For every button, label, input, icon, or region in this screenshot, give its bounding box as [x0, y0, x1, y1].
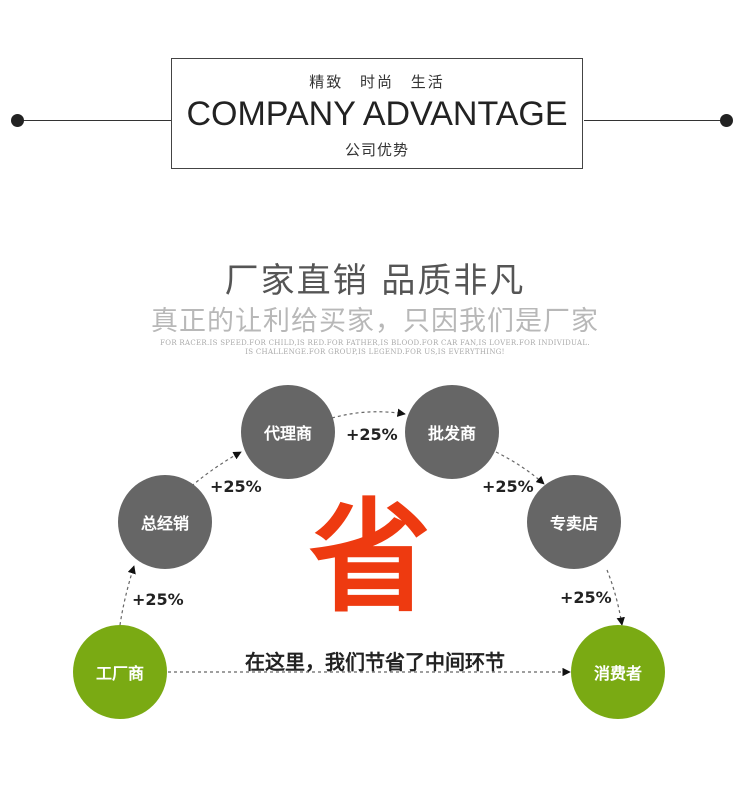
markup-label-2: +25% [210, 477, 262, 496]
connector-wholesaler-store [495, 451, 545, 485]
node-wholesaler: 批发商 [405, 385, 499, 479]
markup-label-4: +25% [482, 477, 534, 496]
save-character: 省 [309, 487, 431, 629]
header-line-left [18, 120, 172, 121]
markup-label-1: +25% [132, 590, 184, 609]
header-dot-left [11, 114, 24, 127]
header-title: COMPANY ADVANTAGE [186, 95, 568, 133]
headline: 厂家直销 品质非凡 [224, 261, 526, 301]
header-dot-right [720, 114, 733, 127]
header-top-text: 精致 时尚 生活 [309, 73, 445, 91]
header-line-right [584, 120, 727, 121]
node-agent: 代理商 [241, 385, 335, 479]
tagline-line2: IS CHALLENGE.FOR GROUP,IS LEGEND.FOR US,… [245, 348, 505, 356]
node-consumer: 消费者 [571, 625, 665, 719]
node-store: 专卖店 [527, 475, 621, 569]
tagline-line1: FOR RACER.IS SPEED.FOR CHILD,IS RED.FOR … [160, 339, 590, 347]
connector-agent-wholesaler [331, 408, 406, 419]
header-bottom-text: 公司优势 [344, 141, 409, 159]
subline: 真正的让利给买家，只因我们是厂家 [151, 306, 599, 337]
header-box: 精致 时尚 生活 COMPANY ADVANTAGE 公司优势 [171, 58, 583, 169]
node-factory: 工厂商 [73, 625, 167, 719]
markup-label-3: +25% [346, 425, 398, 444]
diagram-caption: 在这里，我们节省了中间环节 [245, 650, 505, 674]
node-distributor: 总经销 [118, 475, 212, 569]
markup-label-5: +25% [560, 588, 612, 607]
connector-factory-distributor [119, 565, 136, 626]
